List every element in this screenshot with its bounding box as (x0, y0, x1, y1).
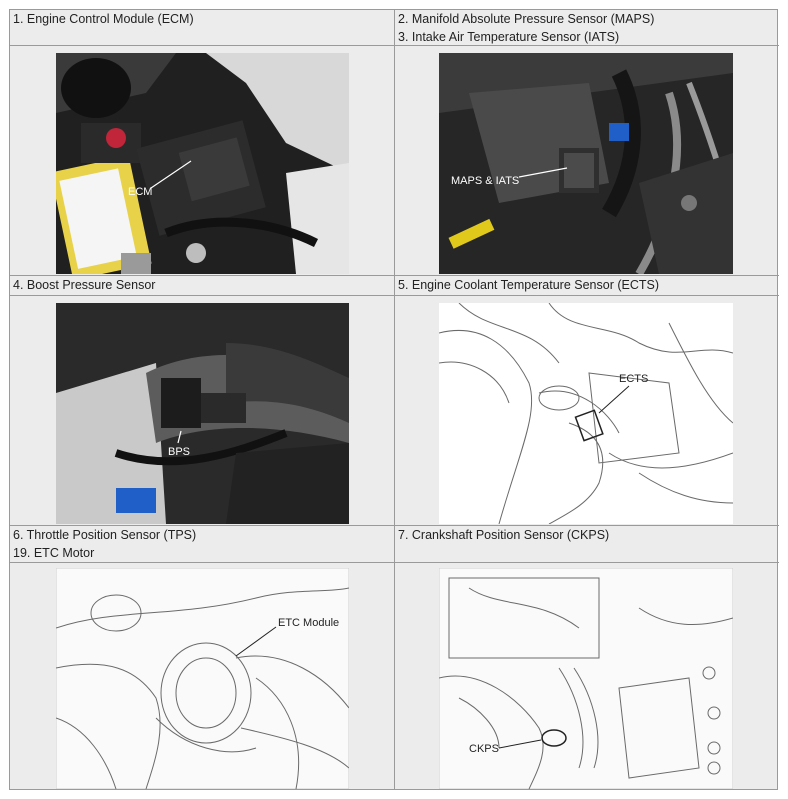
ects-header-cell: 5. Engine Coolant Temperature Sensor (EC… (395, 276, 779, 296)
ects-image-cell (395, 296, 779, 526)
ecm-header-cell: 1. Engine Control Module (ECM) (10, 10, 395, 46)
etc-drawing-art (56, 568, 349, 789)
maps-callout: MAPS & IATS (451, 175, 520, 187)
ects-drawing: ECTS (439, 303, 733, 524)
maps-image-cell (395, 46, 779, 276)
maps-header-line-1: 2. Manifold Absolute Pressure Sensor (MA… (398, 12, 655, 26)
maps-photo-art (439, 53, 733, 274)
ects-header-line-1: 5. Engine Coolant Temperature Sensor (EC… (398, 278, 660, 292)
ckps-drawing-art (439, 568, 733, 789)
ecm-header-line-1: 1. Engine Control Module (ECM) (13, 12, 194, 26)
ecm-photo: ECM (56, 53, 349, 274)
tps-header-line-2: 19. ETC Motor (13, 546, 95, 560)
ecm-photo-art (56, 53, 349, 274)
bps-photo-art (56, 303, 349, 524)
tps-image-cell (10, 563, 395, 789)
etc-drawing: ETC Module (56, 568, 349, 789)
maps-header-line-2: 3. Intake Air Temperature Sensor (IATS) (398, 30, 620, 44)
maps-iats-photo: MAPS & IATS (439, 53, 733, 274)
tps-header-cell: 6. Throttle Position Sensor (TPS) 19. ET… (10, 526, 395, 563)
ects-drawing-art (439, 303, 733, 524)
bps-image-cell (10, 296, 395, 526)
etc-callout: ETC Module (278, 617, 340, 629)
ckps-callout: CKPS (469, 743, 499, 755)
ects-callout: ECTS (619, 373, 649, 385)
ckps-drawing: CKPS (439, 568, 733, 789)
bps-header-cell: 4. Boost Pressure Sensor (10, 276, 395, 296)
ckps-header-cell: 7. Crankshaft Position Sensor (CKPS) (395, 526, 779, 563)
tps-header-line-1: 6. Throttle Position Sensor (TPS) (13, 528, 197, 542)
ecm-callout: ECM (128, 186, 153, 198)
bps-callout: BPS (168, 446, 191, 458)
ecm-image-cell (10, 46, 395, 276)
bps-header-line-1: 4. Boost Pressure Sensor (13, 278, 156, 292)
bps-photo: BPS (56, 303, 349, 524)
maps-header-cell: 2. Manifold Absolute Pressure Sensor (MA… (395, 10, 779, 46)
ckps-header-line-1: 7. Crankshaft Position Sensor (CKPS) (398, 528, 610, 542)
